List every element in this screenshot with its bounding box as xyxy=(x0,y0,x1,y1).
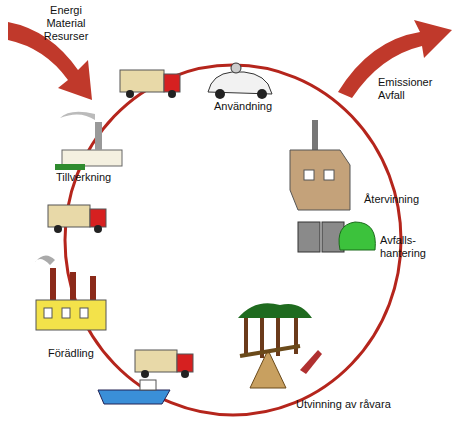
ship xyxy=(98,380,170,404)
truck-bottom xyxy=(135,350,193,378)
forest-and-oil-pump xyxy=(238,303,322,388)
stage-label: Användning xyxy=(214,100,294,113)
factory-manufacturing xyxy=(55,112,122,170)
car xyxy=(208,63,272,99)
stage-label: Avfalls- hantering xyxy=(380,234,436,260)
truck-left xyxy=(48,205,106,233)
waste-bins xyxy=(298,222,375,252)
recycling-plant xyxy=(290,120,350,210)
cycle-ring xyxy=(65,65,401,415)
stage-label: Utvinning av råvara xyxy=(296,398,426,411)
factory-refining xyxy=(35,255,106,330)
stage-label: Tillverkning xyxy=(56,171,136,184)
truck-top xyxy=(120,70,180,98)
stage-label: Förädling xyxy=(48,347,128,360)
stage-label: Emissioner Avfall xyxy=(378,76,448,102)
stage-label: Återvinning xyxy=(364,193,444,206)
stage-label: Energi Material Resurser xyxy=(36,4,96,43)
